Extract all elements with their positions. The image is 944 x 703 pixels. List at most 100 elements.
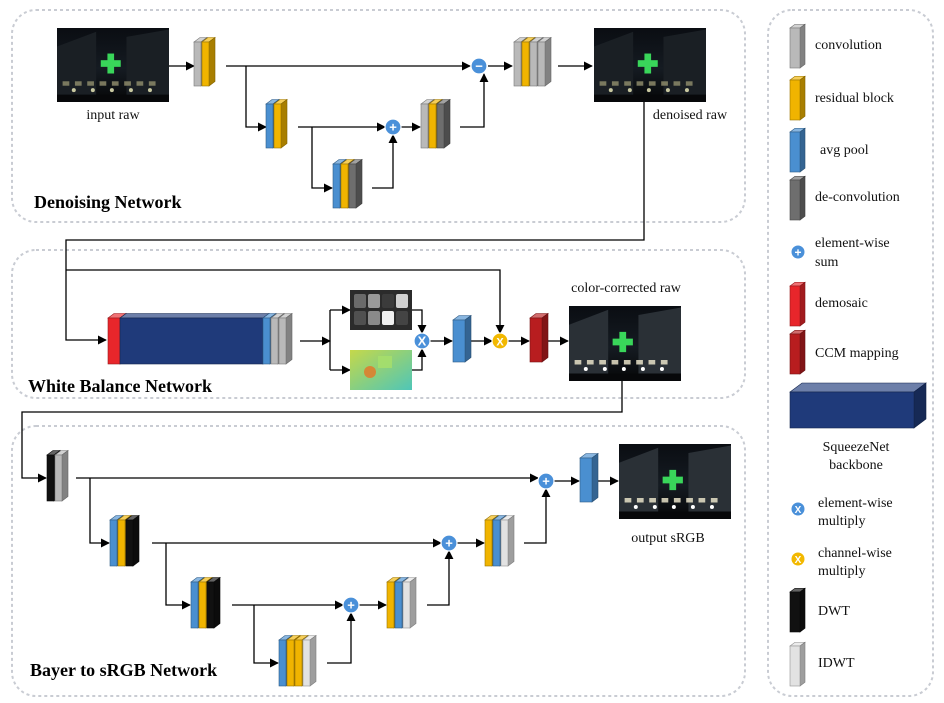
wire-up-to-sum2 — [372, 134, 398, 189]
denoise-output-stack-convolution-3 — [537, 36, 552, 87]
legend-idwt-swatch — [789, 641, 806, 687]
bayer-sum-level2: + — [440, 534, 458, 552]
wire-cc-to-bayer — [21, 381, 623, 483]
legend-squeezenet-swatch — [789, 382, 927, 429]
color-corrected-image — [569, 306, 681, 381]
wire-conf-to-mul — [412, 309, 427, 334]
bayer-level3-stack — [190, 576, 221, 629]
legend-avgpool-label: avg pool — [820, 143, 869, 158]
bayer-sum-top: + — [537, 472, 555, 490]
legend-labels: convolution residual block avg pool de-c… — [815, 38, 900, 671]
denoise-subtract-op-symbol: − — [475, 59, 483, 74]
denoise-level2-decoder — [420, 98, 451, 149]
wire-level3-up — [427, 550, 454, 606]
bayer-level3-decoder — [386, 576, 417, 629]
wb-elementwise-multiply-op-symbol: X — [418, 334, 427, 349]
legend-emul-swatch-symbol: X — [795, 505, 802, 516]
wire-down-1 — [245, 66, 267, 132]
wb-channel-multiply-op-symbol: X — [496, 337, 504, 349]
bayer-bottleneck-stack — [278, 634, 317, 687]
legend-dwt-label: DWT — [818, 604, 850, 619]
legend-convolution-swatch — [789, 23, 806, 69]
denoise-output-stack — [513, 36, 552, 87]
bayer-sum-level3: + — [342, 596, 360, 614]
bayer-level2-decoder-idwt-2 — [500, 514, 515, 567]
legend-avgpool-swatch — [789, 127, 806, 173]
bayer-bottleneck-stack-idwt-3 — [302, 634, 317, 687]
bayer-level2-decoder — [484, 514, 515, 567]
denoise-bottleneck-stack-deconv-2 — [348, 158, 363, 209]
wb-head-stack-convolution-2 — [278, 312, 293, 365]
legend-demosaic-label: demosaic — [815, 296, 868, 311]
wb-channel-multiply-op: X — [491, 332, 509, 350]
wire-bayer-down-1 — [89, 478, 110, 548]
input-raw-image — [57, 28, 169, 103]
legend-deconv-swatch — [789, 175, 806, 221]
legend-ccm-label: CCM mapping — [815, 346, 899, 361]
legend-cmul-swatch-symbol: X — [795, 555, 802, 566]
wb-elementwise-multiply-op: X — [413, 332, 431, 350]
bayer-output-avgpool — [579, 452, 599, 503]
denoise-level2-stack-residual-1 — [273, 98, 288, 149]
wb-confidence-map — [350, 290, 412, 330]
wire-up-to-subtract — [460, 73, 489, 128]
connectors — [21, 61, 645, 668]
wire-down-2 — [311, 127, 333, 193]
denoise-bottleneck-stack — [332, 158, 363, 209]
legend-sum-label-1: element-wise — [815, 236, 890, 251]
denoise-subtract-op: − — [470, 57, 488, 75]
legend-convolution-label: convolution — [815, 38, 882, 53]
output-srgb-image — [619, 444, 731, 519]
denoise-level2-decoder-deconv-2 — [436, 98, 451, 149]
denoise-encoder-stack-residual-1 — [201, 36, 216, 87]
legend-dwt-swatch — [789, 587, 806, 633]
legend-ccm-swatch — [789, 329, 806, 375]
legend-deconv-label: de-convolution — [815, 190, 900, 205]
denoise-sum-level2-symbol: + — [389, 120, 397, 135]
legend-cmul-label-2: multiply — [818, 564, 865, 579]
legend-emul-swatch: X — [790, 501, 806, 517]
output-srgb-label: output sRGB — [631, 531, 705, 546]
denoise-sum-level2: + — [384, 118, 402, 136]
wire-bottleneck-up — [327, 612, 356, 664]
bayer-level3-decoder-idwt-2 — [402, 576, 417, 629]
legend-cmul-label-1: channel-wise — [818, 546, 892, 561]
bayer-sum-top-symbol: + — [542, 474, 550, 489]
legend-squeezenet-label-1: SqueezeNet — [823, 440, 890, 455]
wb-ccm-block — [529, 312, 549, 363]
wire-bayer-down-2 — [165, 543, 191, 610]
legend-idwt-label: IDWT — [818, 656, 855, 671]
wb-squeezenet-block — [119, 312, 270, 365]
operators: − + X X + + + — [342, 57, 555, 614]
bayer-level3-stack-dwt-2 — [206, 576, 221, 629]
legend-sum-label-2: sum — [815, 255, 838, 270]
bayer-input-stack-convolution-1 — [54, 449, 69, 502]
wire-raw-to-channel-mul — [66, 269, 505, 334]
denoising-title: Denoising Network — [34, 192, 182, 212]
bayer-title: Bayer to sRGB Network — [30, 660, 217, 680]
legend-sum-swatch: + — [790, 244, 806, 260]
wb-avgpool-block — [452, 314, 472, 363]
legend-residual-swatch — [789, 75, 806, 121]
denoised-raw-image — [594, 28, 706, 103]
wire-denoised-to-wb — [65, 102, 645, 345]
denoised-raw-label: denoised raw — [653, 108, 728, 123]
images — [57, 28, 731, 519]
wb-head-stack — [262, 312, 293, 365]
wire-level2-up — [524, 488, 551, 544]
wire-att-to-mul — [412, 348, 427, 371]
bayer-input-stack — [46, 449, 69, 502]
legend-cmul-swatch: X — [790, 551, 806, 567]
legend-residual-label: residual block — [815, 91, 894, 106]
color-corrected-raw-label: color-corrected raw — [571, 281, 682, 296]
bayer-sum-level2-symbol: + — [445, 536, 453, 551]
legend-emul-label-1: element-wise — [818, 496, 893, 511]
layer-blocks — [46, 36, 599, 687]
legend-emul-label-2: multiply — [818, 514, 865, 529]
legend-sum-symbol: + — [794, 246, 801, 260]
denoise-level2-stack — [265, 98, 288, 149]
input-raw-label: input raw — [86, 108, 140, 123]
white-balance-title: White Balance Network — [28, 376, 212, 396]
wb-attention-map — [350, 350, 412, 390]
